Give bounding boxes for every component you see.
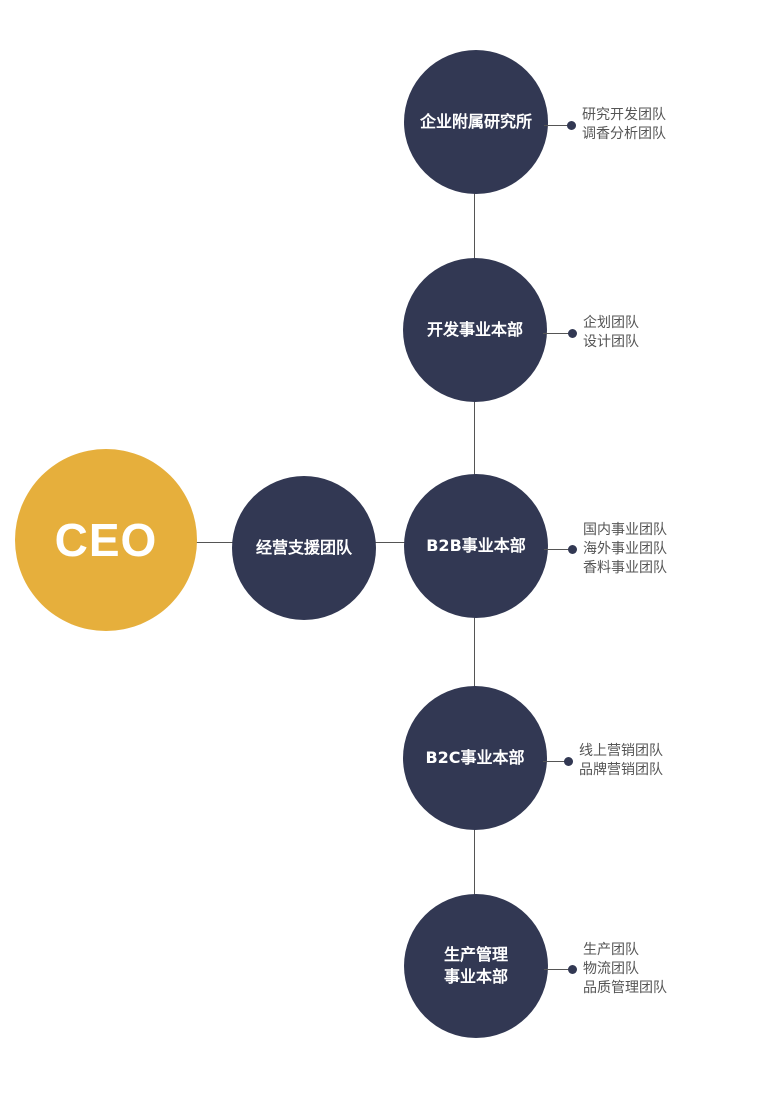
ceo-label: CEO: [54, 514, 158, 566]
team-list: 企划团队设计团队: [583, 314, 639, 352]
team-item: 研究开发团队: [582, 107, 666, 123]
team-list: 线上营销团队品牌营销团队: [579, 742, 663, 780]
unit-label: 开发事业本部: [426, 320, 523, 339]
team-item: 品牌营销团队: [579, 762, 663, 778]
unit-node: 开发事业本部: [403, 258, 547, 402]
unit-node: B2B事业本部: [404, 474, 548, 618]
team-connector: [544, 125, 570, 126]
unit-node: 企业附属研究所: [404, 50, 548, 194]
team-list: 国内事业团队海外事业团队香料事业团队: [583, 521, 667, 578]
unit-node: 生产管理 事业本部: [404, 894, 548, 1038]
team-item: 品质管理团队: [583, 979, 667, 996]
connector-dot: [568, 545, 577, 554]
unit-node: B2C事业本部: [403, 686, 547, 830]
team-connector: [543, 761, 567, 762]
team-item: 生产团队: [583, 941, 639, 958]
support-node: 经营支援团队: [232, 476, 376, 620]
connector-dot: [568, 965, 577, 974]
team-connector: [544, 969, 571, 970]
connector-dot: [567, 121, 576, 130]
ceo-node: CEO: [15, 449, 197, 631]
team-item: 线上营销团队: [579, 743, 663, 759]
team-item: 企划团队: [583, 315, 639, 331]
team-list: 研究开发团队调香分析团队: [582, 106, 666, 144]
connector-dot: [564, 757, 573, 766]
connector-dot: [568, 329, 577, 338]
team-item: 香料事业团队: [583, 559, 667, 576]
team-item: 物流团队: [583, 960, 639, 977]
team-item: 调香分析团队: [582, 126, 666, 142]
unit-label: B2C事业本部: [425, 748, 525, 767]
unit-label: 生产管理 事业本部: [443, 945, 508, 986]
team-connector: [543, 333, 571, 334]
team-item: 海外事业团队: [583, 540, 667, 557]
support-label: 经营支援团队: [255, 538, 352, 557]
team-item: 设计团队: [583, 334, 639, 350]
unit-label: B2B事业本部: [426, 536, 526, 555]
team-item: 国内事业团队: [583, 521, 667, 538]
unit-label: 企业附属研究所: [419, 112, 532, 131]
team-list: 生产团队物流团队品质管理团队: [583, 941, 667, 998]
team-connector: [544, 549, 571, 550]
